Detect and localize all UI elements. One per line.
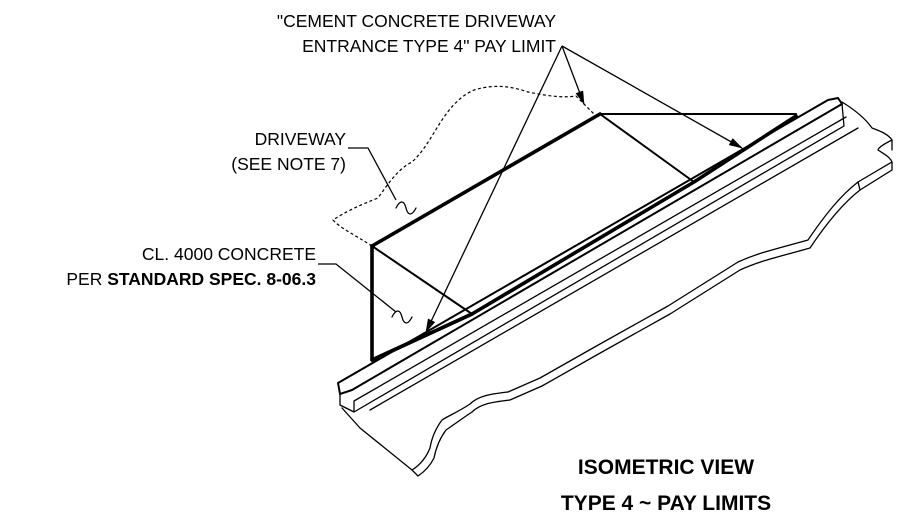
entrance-top-edge: [370, 112, 602, 248]
pay-limit-leader-mid: [561, 45, 585, 105]
pay-limit-label-line2: ENTRANCE TYPE 4" PAY LIMIT: [302, 36, 556, 56]
entrance-right-diagonal: [599, 113, 695, 183]
break-symbol-driveway: [395, 201, 417, 215]
entrance-left-diagonal: [371, 245, 473, 315]
driveway-entrance: [370, 112, 798, 362]
pay-limit-leaders: [425, 45, 743, 333]
driveway-leader: [348, 147, 397, 201]
slab-break-right-thickness: [857, 139, 893, 191]
curb-lip-inner: [353, 116, 847, 413]
slab-edge-bottom: [507, 181, 859, 393]
driveway-label-line1: DRIVEWAY: [255, 129, 347, 149]
driveway-label-line2: (SEE NOTE 7): [231, 154, 346, 174]
entrance-gutter-edge: [370, 114, 798, 362]
pay-limit-leader-right: [561, 45, 743, 149]
concrete-label-prefix: PER: [66, 269, 107, 289]
pay-limit-label-line1: "CEMENT CONCRETE DRIVEWAY: [277, 11, 556, 31]
driveway-edge-dashed: [332, 85, 597, 247]
concrete-leader: [318, 263, 397, 313]
gutter-slab-top: [338, 98, 892, 470]
concrete-label-spec: STANDARD SPEC. 8-06.3: [107, 269, 316, 289]
concrete-label-line2: PER STANDARD SPEC. 8-06.3: [66, 269, 316, 289]
gutter-flowline: [369, 127, 859, 411]
title-line1: ISOMETRIC VIEW: [578, 456, 754, 479]
title-line2: TYPE 4 ~ PAY LIMITS: [561, 492, 771, 515]
slab-break-left: [341, 391, 509, 471]
pay-limit-leader-left: [425, 45, 563, 333]
slab-break-left-thickness: [411, 399, 511, 477]
gutter-slab: [337, 97, 893, 477]
break-symbol-concrete: [391, 310, 413, 324]
slab-edge-bottom-thickness: [509, 189, 861, 401]
concrete-label-line1: CL. 4000 CONCRETE: [142, 244, 316, 264]
